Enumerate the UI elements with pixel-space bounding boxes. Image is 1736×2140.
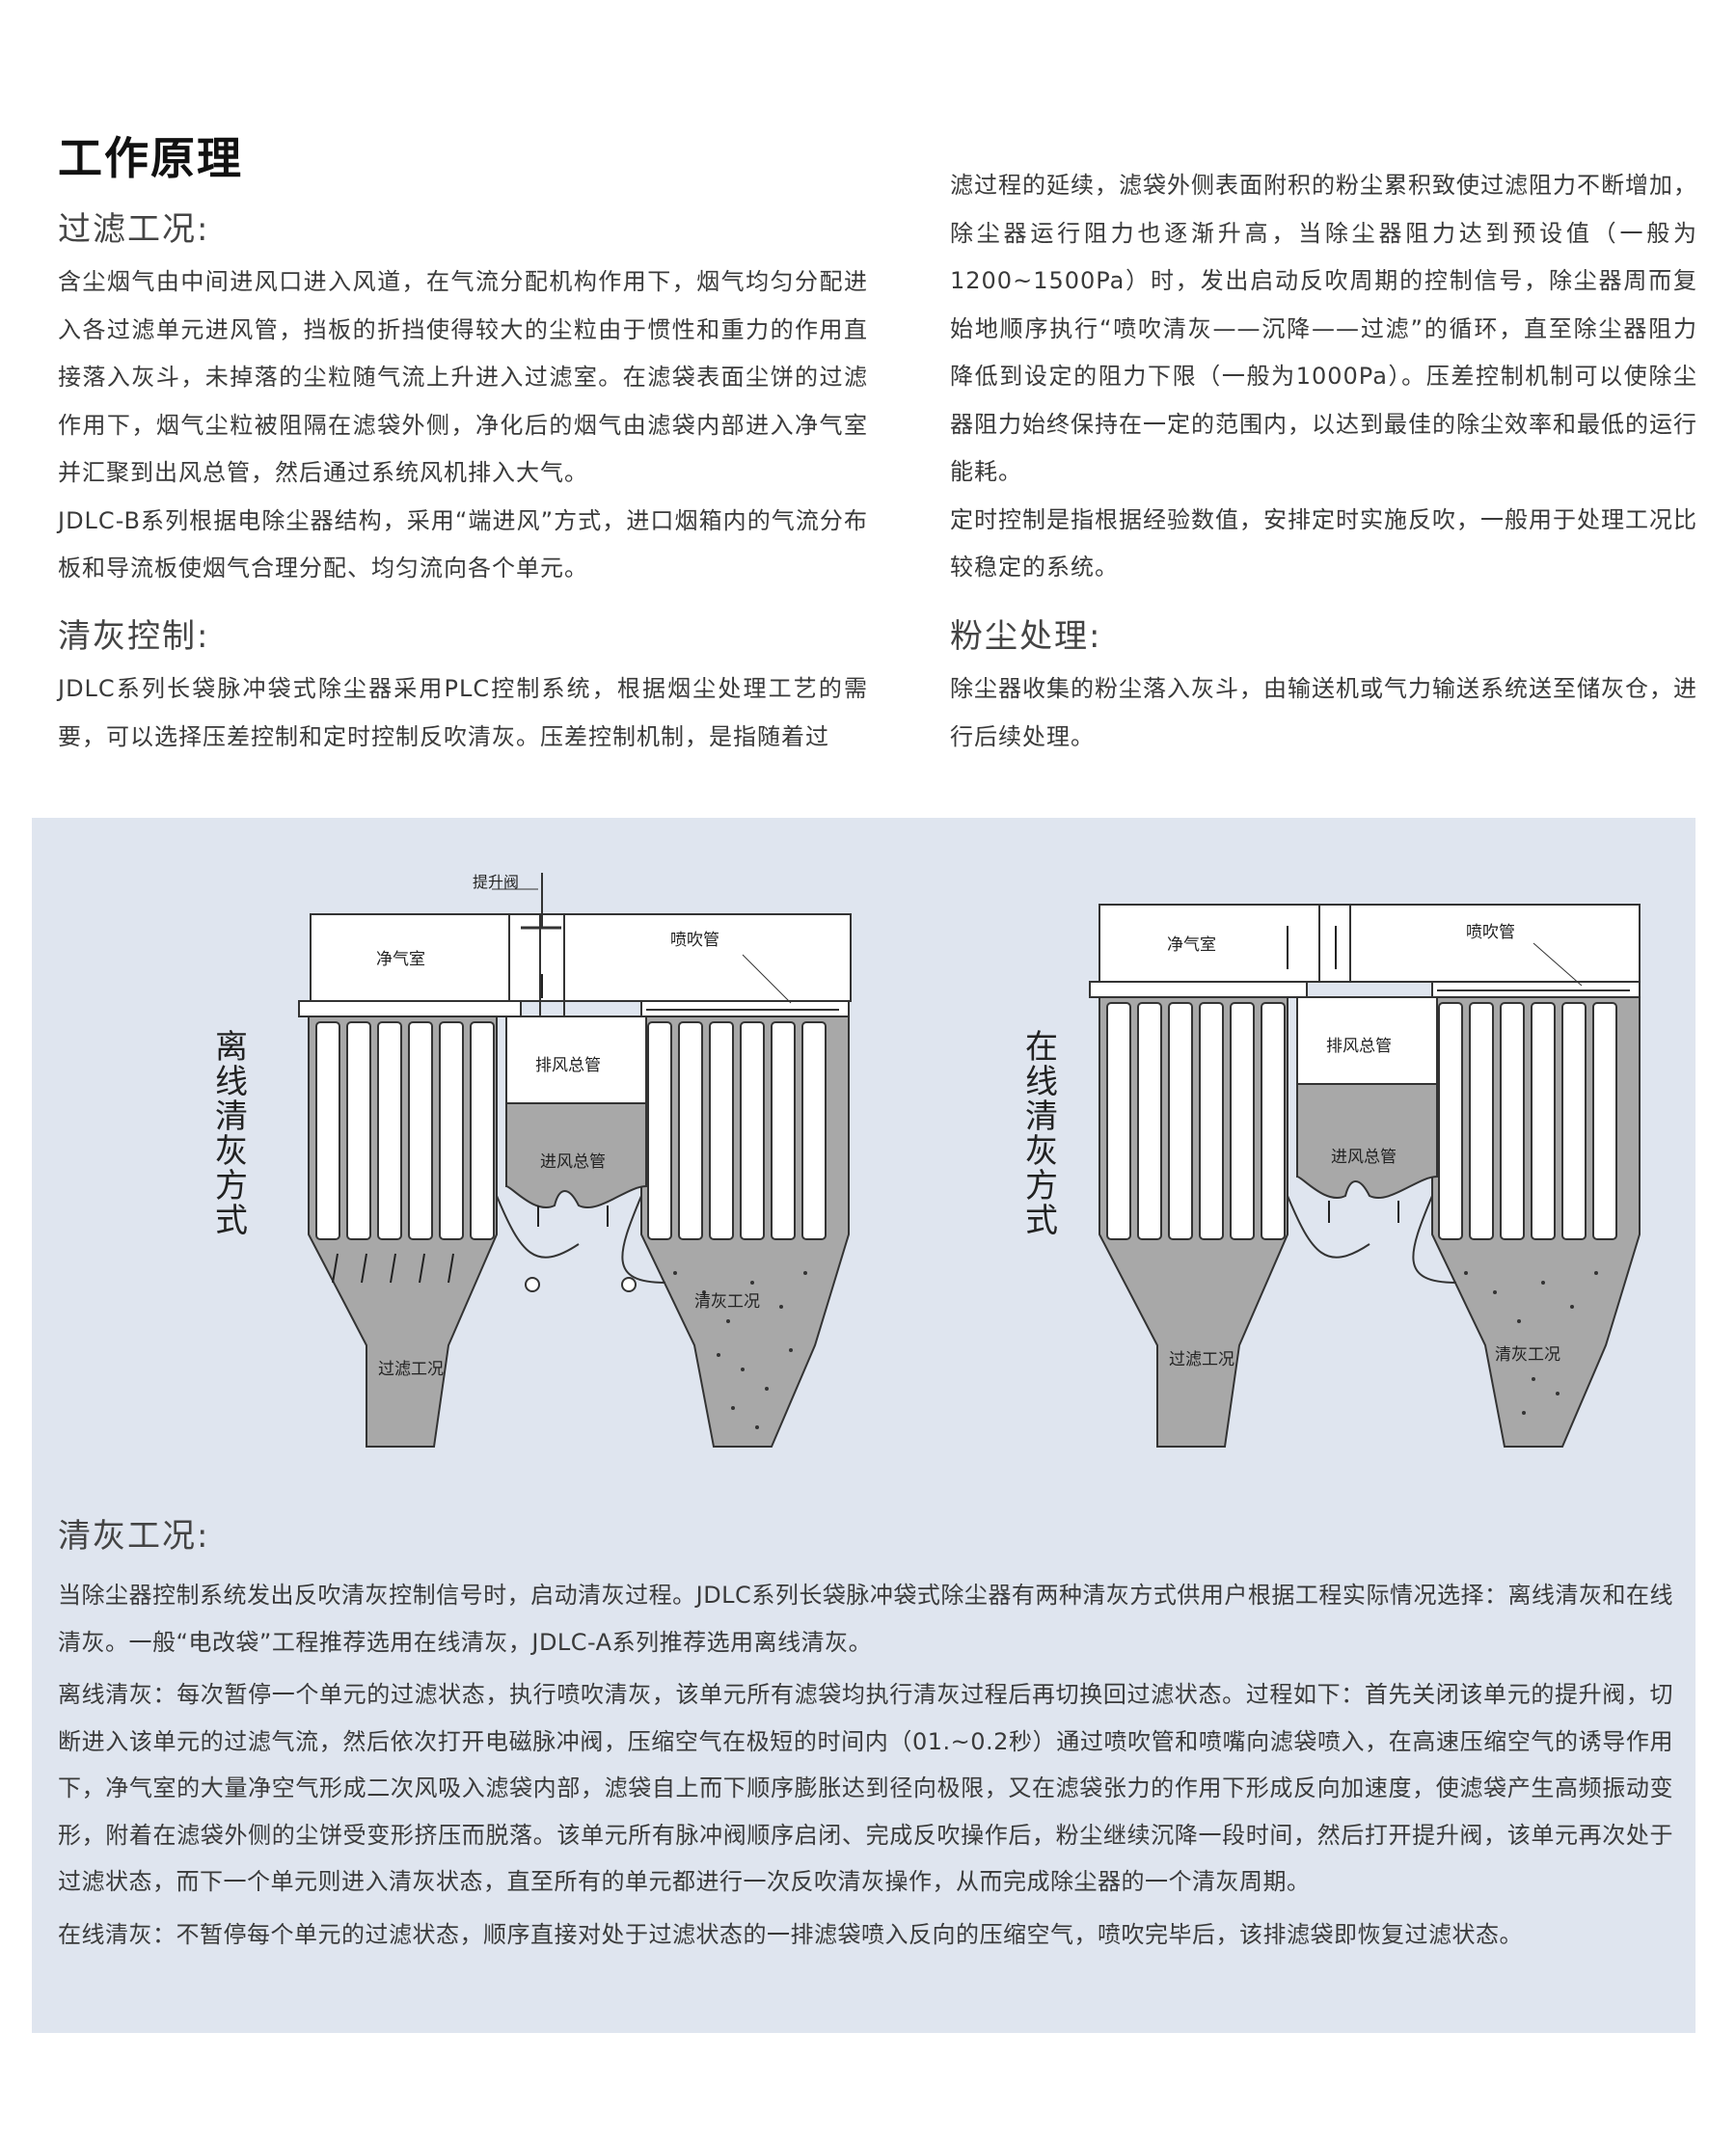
cleaning-text: 当除尘器控制系统发出反吹清灰控制信号时，启动清灰过程。JDLC系列长袋脉冲袋式除…: [58, 1572, 1673, 1958]
intake-label: 进风总管: [540, 1152, 606, 1171]
filter-paragraph-2: JDLC-B系列根据电除尘器结构，采用“端进风”方式，进口烟箱内的气流分布板和导…: [58, 506, 868, 582]
filter-state-label: 过滤工况: [378, 1360, 444, 1378]
filter-text: 含尘烟气由中间进风口进入风道，在气流分配机构作用下，烟气均匀分配进入各过滤单元进…: [58, 258, 868, 593]
offline-diagram: 提升阀 净气室 喷吹管 排风总管 进风总管 清灰工况 过滤工况: [298, 873, 852, 1448]
cleaning-state-label: 清灰工况: [694, 1292, 760, 1311]
online-cleaning-state-label: 清灰工况: [1495, 1345, 1560, 1364]
online-side-label: 在线清灰方式: [1025, 1028, 1058, 1240]
cleaning-heading: 清灰工况:: [58, 1517, 210, 1556]
online-intake-label: 进风总管: [1331, 1148, 1397, 1166]
cleaning-paragraph-2: 离线清灰：每次暂停一个单元的过滤状态，执行喷吹清灰，该单元所有滤袋均执行清灰过程…: [58, 1681, 1673, 1895]
control-paragraph-cont: 滤过程的延续，滤袋外侧表面附积的粉尘累积致使过滤阻力不断增加，除尘器运行阻力也逐…: [950, 172, 1697, 485]
control-text-cont: 滤过程的延续，滤袋外侧表面附积的粉尘累积致使过滤阻力不断增加，除尘器运行阻力也逐…: [950, 162, 1697, 592]
dust-heading: 粉尘处理:: [950, 617, 1102, 656]
clean-room-label: 净气室: [376, 950, 425, 968]
exhaust-label: 排风总管: [535, 1056, 601, 1074]
online-clean-room-label: 净气室: [1167, 935, 1216, 954]
online-diagram: 净气室 喷吹管 排风总管 进风总管 清灰工况 过滤工况: [1089, 904, 1641, 1448]
offline-side-label: 离线清灰方式: [215, 1028, 248, 1240]
blow-pipe-label: 喷吹管: [670, 931, 719, 949]
filter-heading: 过滤工况:: [58, 210, 210, 249]
cleaning-paragraph-3: 在线清灰：不暂停每个单元的过滤状态，顺序直接对处于过滤状态的一排滤袋喷入反向的压…: [58, 1920, 1523, 1948]
page-title: 工作原理: [58, 132, 243, 184]
control-heading: 清灰控制:: [58, 617, 210, 656]
control-paragraph-timer: 定时控制是指根据经验数值，安排定时实施反吹，一般用于处理工况比较稳定的系统。: [950, 505, 1697, 582]
online-filter-state-label: 过滤工况: [1169, 1350, 1234, 1368]
lift-valve-label: 提升阀: [473, 874, 519, 891]
filter-paragraph-1: 含尘烟气由中间进风口进入风道，在气流分配机构作用下，烟气均匀分配进入各过滤单元进…: [58, 268, 868, 486]
dust-paragraph: 除尘器收集的粉尘落入灰斗，由输送机或气力输送系统送至储灰仓，进行后续处理。: [950, 675, 1697, 750]
control-paragraph-start: JDLC系列长袋脉冲袋式除尘器采用PLC控制系统，根据烟尘处理工艺的需要，可以选…: [58, 675, 868, 750]
online-blow-pipe-label: 喷吹管: [1466, 923, 1515, 941]
online-exhaust-label: 排风总管: [1326, 1037, 1392, 1055]
cleaning-paragraph-1: 当除尘器控制系统发出反吹清灰控制信号时，启动清灰过程。JDLC系列长袋脉冲袋式除…: [58, 1582, 1673, 1656]
